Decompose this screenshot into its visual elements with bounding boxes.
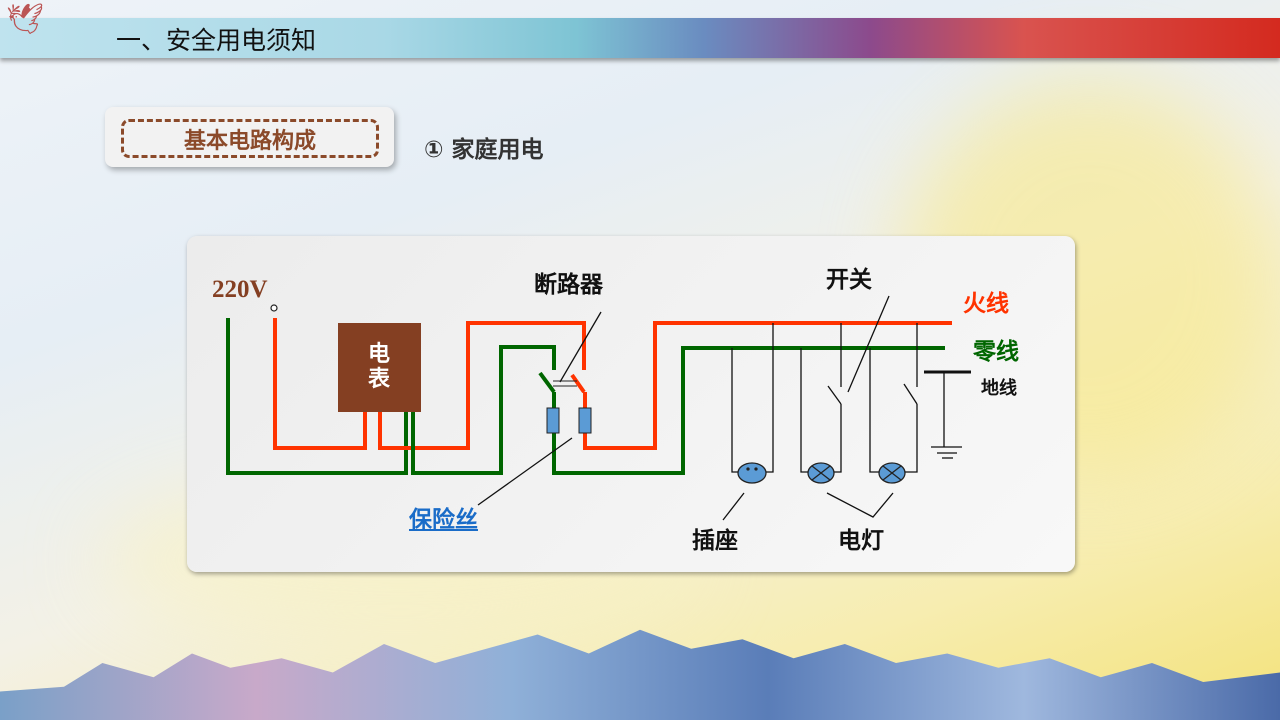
fuse-live	[578, 407, 592, 434]
breaker-blade-live	[570, 373, 586, 394]
voltage-label: 220V	[212, 276, 268, 303]
neutral-wire-label: 零线	[973, 339, 1019, 365]
live-main-line	[583, 321, 952, 450]
neutral-wire-in	[226, 318, 408, 475]
socket-label: 插座	[692, 528, 738, 554]
fuse-label[interactable]: 保险丝	[409, 507, 478, 533]
neutral-main-line	[552, 346, 945, 475]
page-title: 一、安全用电须知	[116, 26, 317, 55]
diagram-panel	[187, 236, 1075, 572]
live-wire-meter-out	[378, 321, 586, 450]
section-tag-label: 基本电路构成	[121, 119, 379, 158]
lamp-leader	[826, 492, 894, 518]
switch-1	[827, 385, 842, 405]
subtitle: ① 家庭用电	[424, 137, 544, 163]
breaker-label: 断路器	[534, 272, 603, 298]
ground-wire-label: 地线	[981, 378, 1017, 399]
birds-logo-icon: 🕊	[6, 2, 45, 37]
header-bar	[0, 18, 1280, 58]
breaker-blade-neutral	[538, 371, 556, 394]
switch-leader	[847, 295, 890, 393]
socket-leader	[722, 492, 745, 521]
terminal-icon	[270, 304, 278, 312]
section-tag: 基本电路构成	[105, 107, 394, 167]
lamp-label: 电灯	[838, 528, 884, 554]
meter-label: 电表	[368, 342, 391, 392]
lamp-icon	[807, 462, 835, 484]
socket-icon	[737, 462, 767, 484]
live-wire-in	[273, 318, 367, 450]
switch-label: 开关	[826, 267, 872, 293]
fuse-neutral	[546, 407, 560, 434]
switch-2	[903, 383, 918, 405]
fuse-leader	[477, 437, 573, 506]
live-wire-label: 火线	[963, 291, 1009, 317]
lamp-icon	[878, 462, 906, 484]
meter-box	[338, 323, 421, 412]
neutral-wire-meter-out	[411, 345, 556, 475]
breaker-leader	[559, 311, 602, 383]
